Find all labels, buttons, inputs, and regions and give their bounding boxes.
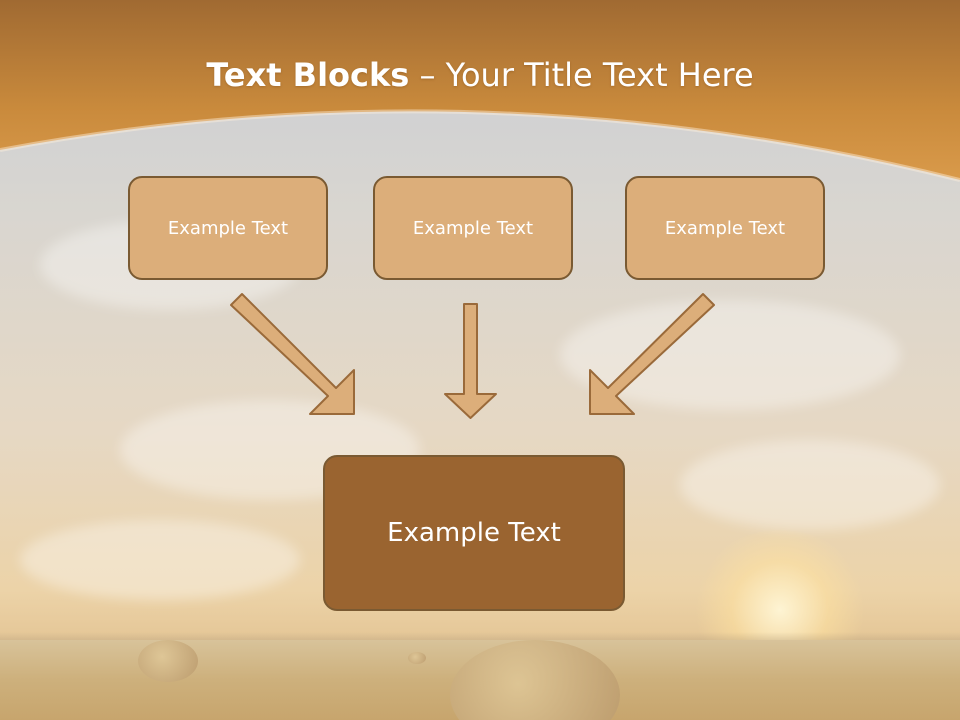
- slide-title: Text Blocks – Your Title Text Here: [0, 56, 960, 94]
- title-dash: –: [409, 56, 446, 94]
- header-band: [0, 0, 960, 182]
- hay-bale: [138, 640, 198, 682]
- title-bold: Text Blocks: [206, 56, 410, 94]
- hay-bale: [408, 652, 426, 664]
- text-block-label: Example Text: [167, 217, 289, 239]
- title-rest: Your Title Text Here: [445, 56, 754, 94]
- text-block-top-right[interactable]: Example Text: [625, 176, 825, 280]
- cloud: [20, 520, 300, 600]
- cloud: [680, 440, 940, 530]
- text-block-top-middle[interactable]: Example Text: [373, 176, 573, 280]
- text-block-label: Example Text: [387, 518, 561, 548]
- text-block-top-left[interactable]: Example Text: [128, 176, 328, 280]
- arrow-left-diagonal: [230, 293, 355, 415]
- text-block-label: Example Text: [664, 217, 786, 239]
- text-block-label: Example Text: [412, 217, 534, 239]
- text-block-center[interactable]: Example Text: [323, 455, 625, 611]
- arrow-right-diagonal: [589, 293, 715, 415]
- arrow-center-down: [444, 303, 497, 419]
- hay-bale: [450, 640, 620, 720]
